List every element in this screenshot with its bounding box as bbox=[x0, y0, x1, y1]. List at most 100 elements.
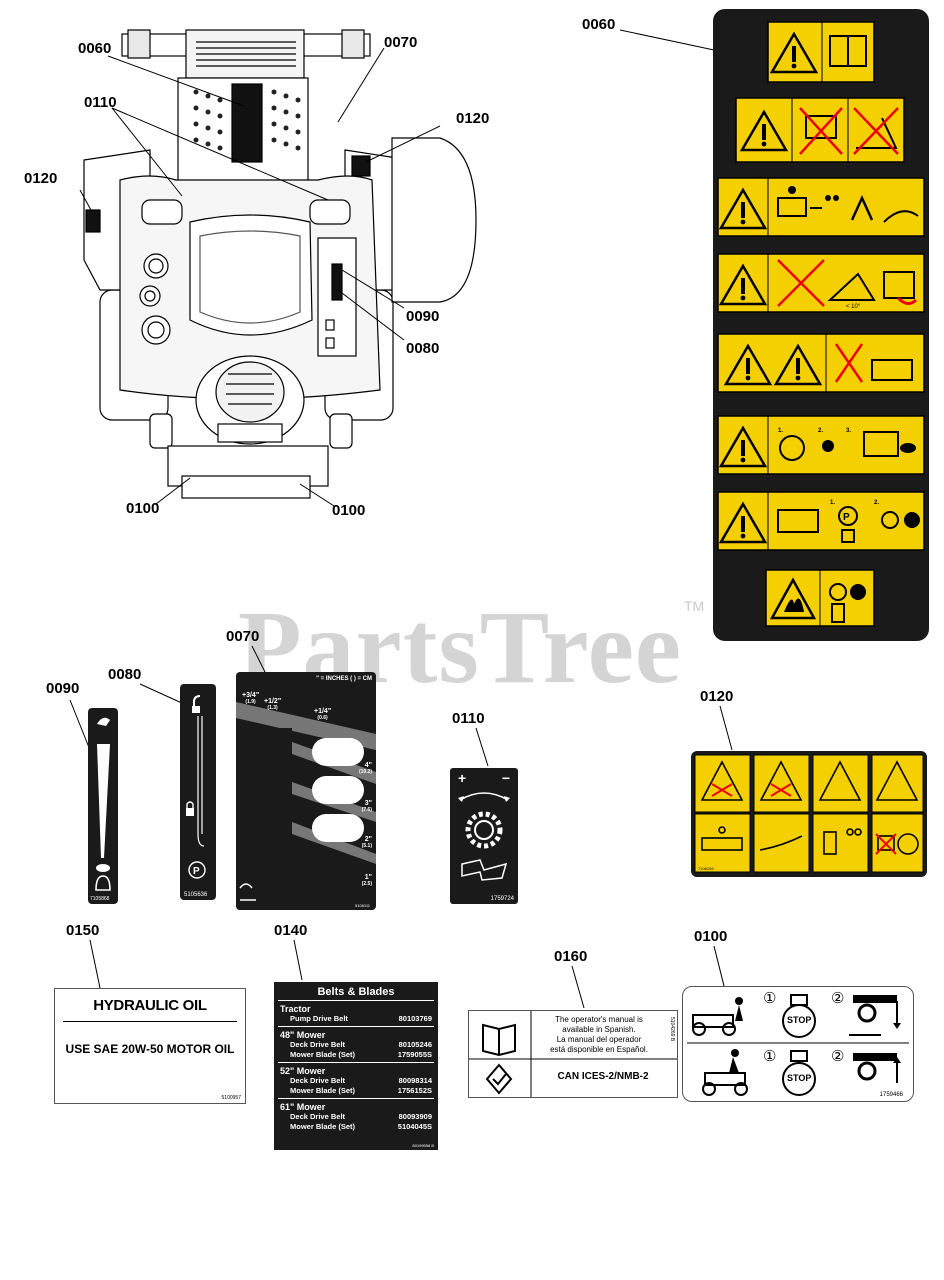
callout-0090-top: 0090 bbox=[406, 308, 440, 325]
warning-rollover-decal: < 10° bbox=[717, 253, 925, 313]
callout-0160: 0160 bbox=[554, 948, 588, 965]
parking-brake-label: P bbox=[843, 512, 850, 523]
turtle-icon bbox=[96, 864, 110, 872]
callout-0080-mid: 0080 bbox=[108, 666, 142, 683]
parking-symbol: P bbox=[193, 866, 200, 877]
stop-label-top: STOP bbox=[787, 1015, 812, 1025]
warning-thrown-objects-decal bbox=[717, 177, 925, 237]
decal-0070-part-number: 5106111 bbox=[355, 903, 370, 908]
warning-blade-contact-decal: 1. 2. 3. bbox=[717, 415, 925, 475]
leader-0150 bbox=[89, 939, 101, 989]
callout-0070-top: 0070 bbox=[384, 34, 418, 51]
decal-0060-safety-panel: < 10° 1. 2. 3. 1. P 2. bbox=[713, 9, 929, 641]
warning-park-remove-key-decal: 1. P 2. bbox=[717, 491, 925, 551]
warning-no-passengers-decal bbox=[717, 333, 925, 393]
belts-title: Belts & Blades bbox=[317, 986, 395, 998]
callout-0110-mid: 0110 bbox=[452, 710, 485, 727]
manual-line-2: available in Spanish. bbox=[562, 1025, 636, 1034]
unlock-icon bbox=[193, 695, 201, 708]
decal-0100-part-number: 1759466 bbox=[879, 1092, 903, 1098]
plus-label: + bbox=[458, 770, 467, 786]
leader-0140 bbox=[293, 939, 303, 981]
callout-0100-left: 0100 bbox=[126, 500, 160, 517]
decal-0070-header: " = INCHES ( ) = CM bbox=[316, 676, 372, 682]
section-48-mower: 48" Mower bbox=[280, 1030, 326, 1040]
cut-label-4: 4"(10.2) bbox=[358, 762, 372, 775]
callout-0060-top: 0060 bbox=[78, 40, 112, 57]
callout-0100-bot: 0100 bbox=[694, 928, 728, 945]
decal-0110-part-number: 1759724 bbox=[490, 896, 514, 902]
callout-0120-top: 0120 bbox=[456, 110, 490, 127]
cut-label-3: 3"(7.6) bbox=[361, 800, 372, 813]
leader-0080 bbox=[139, 683, 185, 705]
list-item: Mower Blade (Set)1756152S bbox=[290, 1086, 432, 1095]
step-1-label-b: 1. bbox=[830, 500, 835, 506]
decal-0070-cut-height: " = INCHES ( ) = CM +3/4"(1.9) +1/2"(1.3… bbox=[236, 672, 376, 910]
leader-0110 bbox=[475, 727, 489, 767]
leader-0060 bbox=[619, 29, 715, 51]
decal-0100-stop-procedure: ① ② STOP ① ② STOP 1759466 bbox=[682, 986, 914, 1102]
gear-icon bbox=[465, 811, 503, 849]
list-item: Mower Blade (Set)5104045S bbox=[290, 1122, 432, 1131]
section-tractor: Tractor bbox=[280, 1004, 311, 1014]
step-1-circle-bottom: ① bbox=[763, 1048, 777, 1065]
compliance-label: CAN ICES-2/NMB-2 bbox=[557, 1071, 649, 1082]
decal-0090-part-number: 7105868 bbox=[90, 896, 110, 902]
choke-icon bbox=[95, 875, 111, 891]
warning-fire-decal bbox=[765, 569, 875, 627]
callout-0150: 0150 bbox=[66, 922, 100, 939]
section-52-mower: 52" Mower bbox=[280, 1066, 326, 1076]
minus-label: − bbox=[501, 770, 510, 786]
callout-0140: 0140 bbox=[274, 922, 308, 939]
cut-label-2: 2"(5.1) bbox=[361, 836, 372, 849]
decal-0080-parking-brake: P 5105636 bbox=[180, 684, 216, 900]
hydraulic-oil-title: HYDRAULIC OIL bbox=[93, 997, 207, 1014]
callout-0070-mid: 0070 bbox=[226, 628, 260, 645]
leader-0070 bbox=[251, 645, 267, 675]
mower-top-view-drawing bbox=[79, 29, 477, 507]
manual-line-4: está disponible en Español. bbox=[550, 1045, 648, 1054]
leader-0120 bbox=[719, 705, 733, 751]
decal-0080-part-number: 5105636 bbox=[184, 892, 208, 898]
compliance-mark-icon bbox=[485, 1063, 513, 1095]
callout-0110-top: 0110 bbox=[84, 94, 117, 111]
warning-read-manual-decal bbox=[767, 21, 875, 83]
warning-no-mow-slope-decal bbox=[735, 97, 905, 163]
leader-0090 bbox=[69, 699, 91, 751]
decal-0160-manual-compliance: The operator's manual is available in Sp… bbox=[468, 1010, 678, 1098]
step-1-circle-top: ① bbox=[763, 990, 777, 1007]
step-1-label: 1. bbox=[778, 428, 783, 434]
decal-0160-part-number: 5104269 B bbox=[669, 1017, 675, 1042]
step-2-label-b: 2. bbox=[874, 500, 879, 506]
decal-0120-yellow-warning bbox=[691, 751, 927, 877]
manual-line-3: La manual del operador bbox=[556, 1035, 642, 1044]
callout-0060-right: 0060 bbox=[582, 16, 616, 33]
callout-0120-mid: 0120 bbox=[700, 688, 734, 705]
list-item: Mower Blade (Set)1759055S bbox=[290, 1050, 432, 1059]
cut-label-1: 1"(2.5) bbox=[361, 874, 372, 887]
cut-label-plus-1-2: +1/2"(1.3) bbox=[264, 698, 282, 711]
callout-0080-top: 0080 bbox=[406, 340, 440, 357]
trademark-symbol: TM bbox=[684, 598, 705, 614]
section-61-mower: 61" Mower bbox=[280, 1102, 326, 1112]
callout-0100-right: 0100 bbox=[332, 502, 366, 519]
decal-0140-part-number: 80199558 B bbox=[412, 1143, 434, 1148]
slope-limit-label: < 10° bbox=[846, 304, 861, 310]
stop-label-bottom: STOP bbox=[787, 1073, 812, 1083]
manual-line-1: The operator's manual is bbox=[555, 1015, 643, 1024]
leader-0100 bbox=[713, 945, 725, 987]
callout-0090-mid: 0090 bbox=[46, 680, 80, 697]
leader-0160 bbox=[571, 965, 585, 1009]
manual-icon bbox=[461, 859, 508, 881]
callout-0120-left: 0120 bbox=[24, 170, 58, 187]
cut-label-plus-3-4: +3/4"(1.9) bbox=[242, 692, 260, 705]
decal-0110-deck-adjust: + − 1759724 bbox=[450, 768, 518, 904]
step-3-label: 3. bbox=[846, 428, 851, 434]
lock-icon bbox=[186, 808, 194, 816]
step-2-label: 2. bbox=[818, 428, 823, 434]
decal-0150-hydraulic-oil: HYDRAULIC OIL USE SAE 20W-50 MOTOR OIL 5… bbox=[54, 988, 246, 1104]
